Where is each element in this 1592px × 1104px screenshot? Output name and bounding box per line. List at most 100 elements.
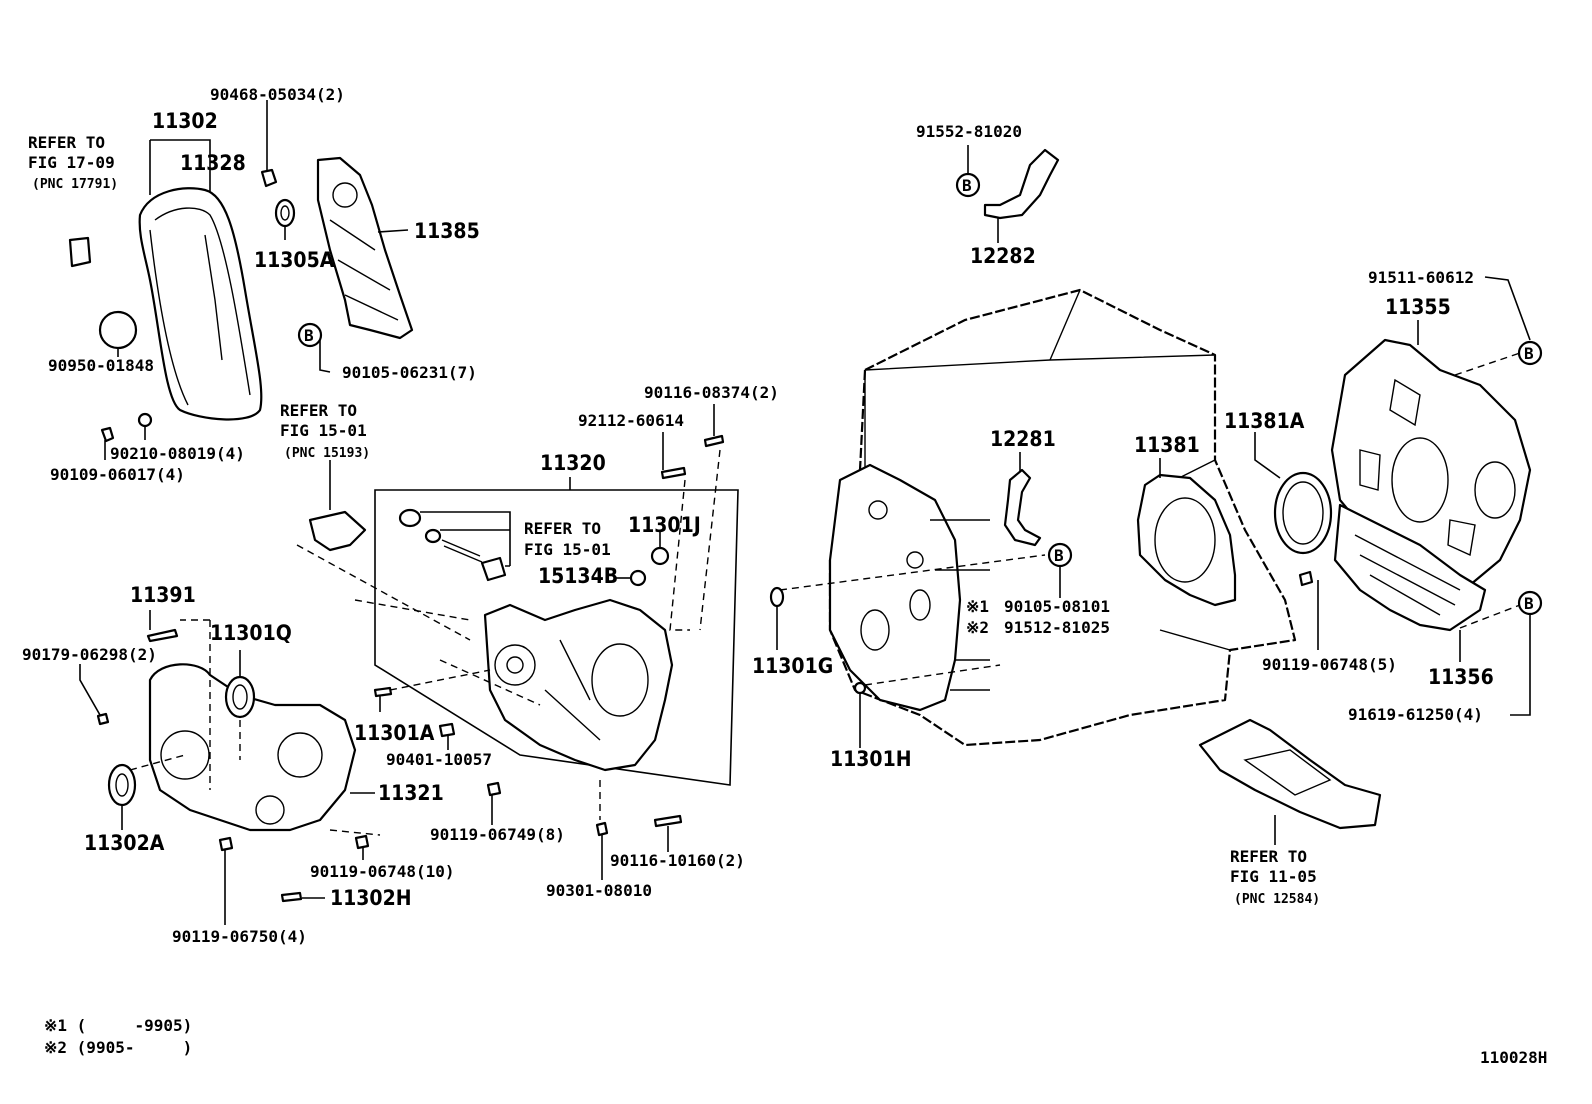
relief-valve-set[interactable] [398,508,507,582]
label-90116-10160[interactable]: 90116-10160(2) [610,851,745,870]
svg-text:B: B [1054,546,1064,565]
bolt-90119-06749[interactable] [486,781,502,797]
refer-c-line1: REFER TO [524,519,601,538]
label-90401-10057[interactable]: 90401-10057 [386,750,492,769]
label-90105-08101[interactable]: 90105-08101 [1004,597,1110,616]
bracket-12281[interactable] [1003,468,1042,547]
pin-11301A[interactable] [373,686,393,698]
mark-1: ※1 [966,597,989,616]
timing-cover-11321[interactable] [148,663,357,832]
plug-90301[interactable] [595,821,609,837]
label-15134B[interactable]: 15134B [538,564,618,588]
refer-b-line2[interactable]: FIG 15-01 [280,421,367,440]
bracket-12282[interactable] [983,148,1060,220]
bolt-90109[interactable] [100,426,115,443]
refer-c-line2[interactable]: FIG 15-01 [524,540,611,559]
label-11385[interactable]: 11385 [414,219,480,243]
label-91511-60612[interactable]: 91511-60612 [1368,268,1474,287]
label-11301G[interactable]: 11301G [752,654,833,678]
pin-11391[interactable] [146,628,179,643]
label-90950-01848[interactable]: 90950-01848 [48,356,154,375]
label-90119-06748-5[interactable]: 90119-06748(5) [1262,655,1397,674]
seal-11302A[interactable] [107,763,137,807]
refer-d-line1: REFER TO [1230,847,1307,866]
plug-11301J[interactable] [650,546,670,566]
mark-2: ※2 [966,618,989,637]
label-11320[interactable]: 11320 [540,451,606,475]
cover-11385[interactable] [316,156,414,340]
bolt-90401[interactable] [438,722,456,738]
engine-block [828,288,1297,747]
label-11301Q[interactable]: 11301Q [210,621,292,645]
plug-90179[interactable] [96,712,110,726]
seal-11305A[interactable] [274,198,296,228]
timing-belt-cover-11302[interactable] [138,187,263,421]
plate-refer-17-09[interactable] [68,236,92,268]
svg-text:B: B [304,326,314,345]
label-91619-61250[interactable]: 91619-61250(4) [1348,705,1483,724]
clip-90468[interactable] [260,168,278,188]
label-11321[interactable]: 11321 [378,781,444,805]
label-90119-06749[interactable]: 90119-06749(8) [430,825,565,844]
label-90119-06750[interactable]: 90119-06750(4) [172,927,307,946]
washer-15134B[interactable] [629,569,647,587]
label-11305A[interactable]: 11305A [254,248,335,272]
refer-b-line3: (PNC 15193) [284,446,370,461]
label-91512-81025[interactable]: 91512-81025 [1004,618,1110,637]
bolt-90210[interactable] [137,412,153,428]
shield-refer-11-05[interactable] [1198,718,1382,830]
label-90116-08374[interactable]: 90116-08374(2) [644,383,779,402]
label-90119-06748-10[interactable]: 90119-06748(10) [310,862,455,881]
label-11328[interactable]: 11328 [180,151,246,175]
refer-a-line1: REFER TO [28,133,105,152]
label-11301H[interactable]: 11301H [830,747,912,771]
label-90105-06231[interactable]: 90105-06231(7) [342,363,477,382]
label-11391[interactable]: 11391 [130,583,196,607]
label-90210-08019[interactable]: 90210-08019(4) [110,444,245,463]
refer-d-line2[interactable]: FIG 11-05 [1230,867,1317,886]
label-11302[interactable]: 11302 [152,109,218,133]
cover-refer-15-01[interactable] [308,510,367,552]
label-12281[interactable]: 12281 [990,427,1056,451]
figure-id: 110028H [1480,1048,1547,1067]
label-11302A[interactable]: 11302A [84,831,165,855]
label-11356[interactable]: 11356 [1428,665,1494,689]
bolt-90119-06748-5[interactable] [1298,570,1314,587]
svg-text:B: B [1524,344,1534,363]
oil-pump-body-11320[interactable] [483,598,674,772]
gasket-90950[interactable] [98,310,138,350]
label-90468-05034[interactable]: 90468-05034(2) [210,85,345,104]
retainer-11381[interactable] [1136,473,1237,607]
label-90109-06017[interactable]: 90109-06017(4) [50,465,185,484]
end-plate-11356[interactable] [1333,503,1487,632]
ring-11301G[interactable] [769,586,785,608]
label-11355[interactable]: 11355 [1385,295,1451,319]
b-marker-11355: B [1517,340,1543,366]
seal-11301Q[interactable] [224,675,256,719]
stud-11302H[interactable] [280,891,303,903]
label-11381A[interactable]: 11381A [1224,409,1305,433]
label-11381[interactable]: 11381 [1134,433,1200,457]
label-11301J[interactable]: 11301J [628,513,701,537]
svg-text:B: B [962,176,972,195]
refer-b-line1: REFER TO [280,401,357,420]
oil-seal-11381A[interactable] [1273,471,1333,555]
label-92112-60614[interactable]: 92112-60614 [578,411,684,430]
label-90301-08010[interactable]: 90301-08010 [546,881,652,900]
stud-92112[interactable] [660,466,687,480]
label-12282[interactable]: 12282 [970,244,1036,268]
pin-11301H[interactable] [853,681,867,695]
stud-90116-10160[interactable] [653,814,683,828]
b-marker-12281: B [1047,542,1073,568]
label-91552-81020[interactable]: 91552-81020 [916,122,1022,141]
refer-a-line2[interactable]: FIG 17-09 [28,153,115,172]
bolt-90119-06748-10[interactable] [354,834,370,850]
label-11302H[interactable]: 11302H [330,886,412,910]
label-11301A[interactable]: 11301A [354,721,435,745]
stud-90116-08374[interactable] [703,434,725,448]
bolt-90119-06750[interactable] [218,836,234,852]
refer-d-line3: (PNC 12584) [1234,892,1320,907]
label-90179-06298[interactable]: 90179-06298(2) [22,645,157,664]
